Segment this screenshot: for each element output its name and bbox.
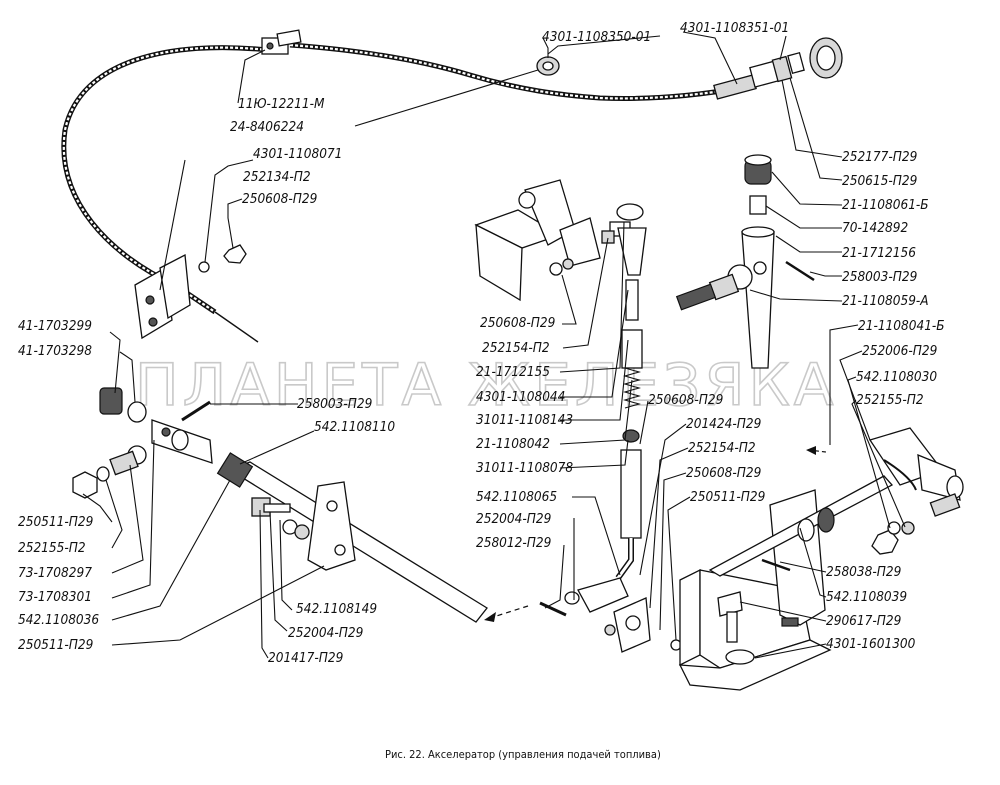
part-label: 250608-П29 bbox=[242, 191, 317, 207]
carburetor-link-parts bbox=[675, 154, 815, 369]
part-label: 31011-1108078 bbox=[476, 460, 573, 476]
part-label: 542.1108039 bbox=[826, 589, 907, 605]
part-label: 542.1108030 bbox=[856, 369, 937, 385]
leader-lines bbox=[82, 31, 906, 659]
throttle-rod-assembly bbox=[474, 179, 682, 653]
part-label: 258003-П29 bbox=[297, 396, 372, 412]
part-label: 21-1108059-А bbox=[842, 293, 929, 309]
part-label: 73-1708297 bbox=[18, 565, 92, 581]
part-label: 11Ю-12211-М bbox=[238, 96, 325, 112]
part-label: 24-8406224 bbox=[230, 119, 304, 135]
part-label: 542.1108036 bbox=[18, 612, 99, 628]
part-label: 4301-1108351-01 bbox=[680, 20, 789, 36]
part-label: 4301-1108071 bbox=[253, 146, 342, 162]
part-label: 252177-П29 bbox=[842, 149, 917, 165]
figure-caption: Рис. 22. Акселератор (управления подачей… bbox=[385, 748, 661, 761]
part-label: 250615-П29 bbox=[842, 173, 917, 189]
part-label: 252134-П2 bbox=[243, 169, 311, 185]
part-label: 4301-1108350-01 bbox=[542, 29, 651, 45]
part-label: 250511-П29 bbox=[18, 637, 93, 653]
pedal-linkage-assembly bbox=[72, 387, 529, 623]
part-label: 21-1108042 bbox=[476, 436, 550, 452]
part-label: 252155-П2 bbox=[856, 392, 924, 408]
part-label: 201424-П29 bbox=[686, 416, 761, 432]
part-label: 542.1108110 bbox=[314, 419, 395, 435]
part-label: 250511-П29 bbox=[18, 514, 93, 530]
part-label: 4301-1601300 bbox=[826, 636, 916, 652]
part-label: 252006-П29 bbox=[862, 343, 937, 359]
part-labels: 4301-1108350-01 4301-1108351-01 11Ю-1221… bbox=[18, 20, 945, 666]
part-label: 70-142892 bbox=[842, 220, 908, 236]
part-label: 252154-П2 bbox=[482, 340, 550, 356]
part-label: 258038-П29 bbox=[826, 564, 901, 580]
part-label: 21-1712155 bbox=[476, 364, 550, 380]
part-label: 252154-П2 bbox=[688, 440, 756, 456]
part-label: 4301-1108044 bbox=[476, 389, 565, 405]
part-label: 250608-П29 bbox=[480, 315, 555, 331]
part-label: 21-1108061-Б bbox=[842, 197, 929, 213]
part-label: 252155-П2 bbox=[18, 540, 86, 556]
part-label: 290617-П29 bbox=[826, 613, 901, 629]
part-label: 258003-П29 bbox=[842, 269, 917, 285]
part-label: 542.1108149 bbox=[296, 601, 377, 617]
part-label: 542.1108065 bbox=[476, 489, 557, 505]
throttle-cable bbox=[61, 29, 843, 343]
part-label: 201417-П29 bbox=[268, 650, 343, 666]
part-label: 21-1108041-Б bbox=[858, 318, 945, 334]
part-label: 252004-П29 bbox=[288, 625, 363, 641]
part-label: 31011-1108143 bbox=[476, 412, 573, 428]
part-label: 21-1712156 bbox=[842, 245, 916, 261]
part-label: 250511-П29 bbox=[690, 489, 765, 505]
part-label: 73-1708301 bbox=[18, 589, 92, 605]
throttle-shaft-bracket bbox=[678, 427, 964, 691]
part-label: 41-1703299 bbox=[18, 318, 92, 334]
part-label: 250608-П29 bbox=[648, 392, 723, 408]
watermark: ПЛАНЕТА ЖЕЛЕЗЯКА bbox=[135, 351, 837, 419]
part-label: 258012-П29 bbox=[476, 535, 551, 551]
part-label: 41-1703298 bbox=[18, 343, 92, 359]
part-label: 250608-П29 bbox=[686, 465, 761, 481]
part-label: 252004-П29 bbox=[476, 511, 551, 527]
